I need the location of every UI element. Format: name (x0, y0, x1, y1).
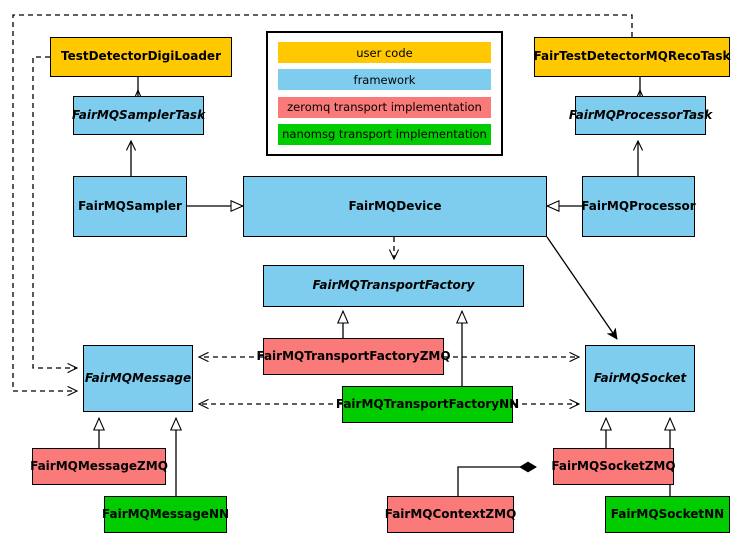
class-node-fairmqtransportfactory[interactable]: FairMQTransportFactory (263, 265, 524, 307)
class-node-fairmqprocessortask[interactable]: FairMQProcessorTask (569, 96, 712, 135)
legend-label-nanomsg: nanomsg transport implementation (282, 127, 487, 142)
class-node-fairmqtransportfactoryzmq[interactable]: FairMQTransportFactoryZMQ (256, 338, 451, 375)
class-node-fairmqmessagenn[interactable]: FairMQMessageNN (102, 496, 229, 533)
legend-item-framework: framework (278, 69, 491, 91)
legend-item-nanomsg: nanomsg transport implementation (278, 123, 491, 145)
class-node-fairmqmessage[interactable]: FairMQMessage (83, 345, 193, 412)
legend-item-zeromq: zeromq transport implementation (278, 96, 491, 118)
legend-label-framework: framework (353, 72, 416, 87)
edge-device-to-socket (546, 236, 618, 339)
class-node-fairmqsamplertask[interactable]: FairMQSamplerTask (72, 96, 205, 135)
class-node-fairmqsocket[interactable]: FairMQSocket (585, 345, 695, 412)
edge-digiloader-to-message (32, 56, 77, 368)
legend-label-user-code: user code (356, 45, 413, 60)
edge-contextzmq-to-socketzmq (457, 461, 537, 496)
class-node-fairmqsocketzmq[interactable]: FairMQSocketZMQ (551, 448, 676, 485)
legend-label-zeromq: zeromq transport implementation (287, 100, 482, 115)
class-node-testdetectordigiloader[interactable]: TestDetectorDigiLoader (50, 37, 232, 77)
class-node-fairmqsampler[interactable]: FairMQSampler (73, 176, 187, 237)
class-node-fairmqdevice[interactable]: FairMQDevice (243, 176, 547, 237)
class-node-fairmqmessagezmq[interactable]: FairMQMessageZMQ (30, 448, 168, 485)
class-node-fairtestdetectormqrecotask[interactable]: FairTestDetectorMQRecoTask (534, 37, 730, 77)
class-node-fairmqsocketnn[interactable]: FairMQSocketNN (605, 496, 730, 533)
class-node-fairmqcontextzmq[interactable]: FairMQContextZMQ (385, 496, 516, 533)
class-node-fairmqprocessor[interactable]: FairMQProcessor (581, 176, 696, 237)
legend-panel: user code framework zeromq transport imp… (266, 31, 503, 156)
class-node-fairmqtransportfactorynn[interactable]: FairMQTransportFactoryNN (336, 386, 519, 423)
legend-item-user-code: user code (278, 42, 491, 63)
